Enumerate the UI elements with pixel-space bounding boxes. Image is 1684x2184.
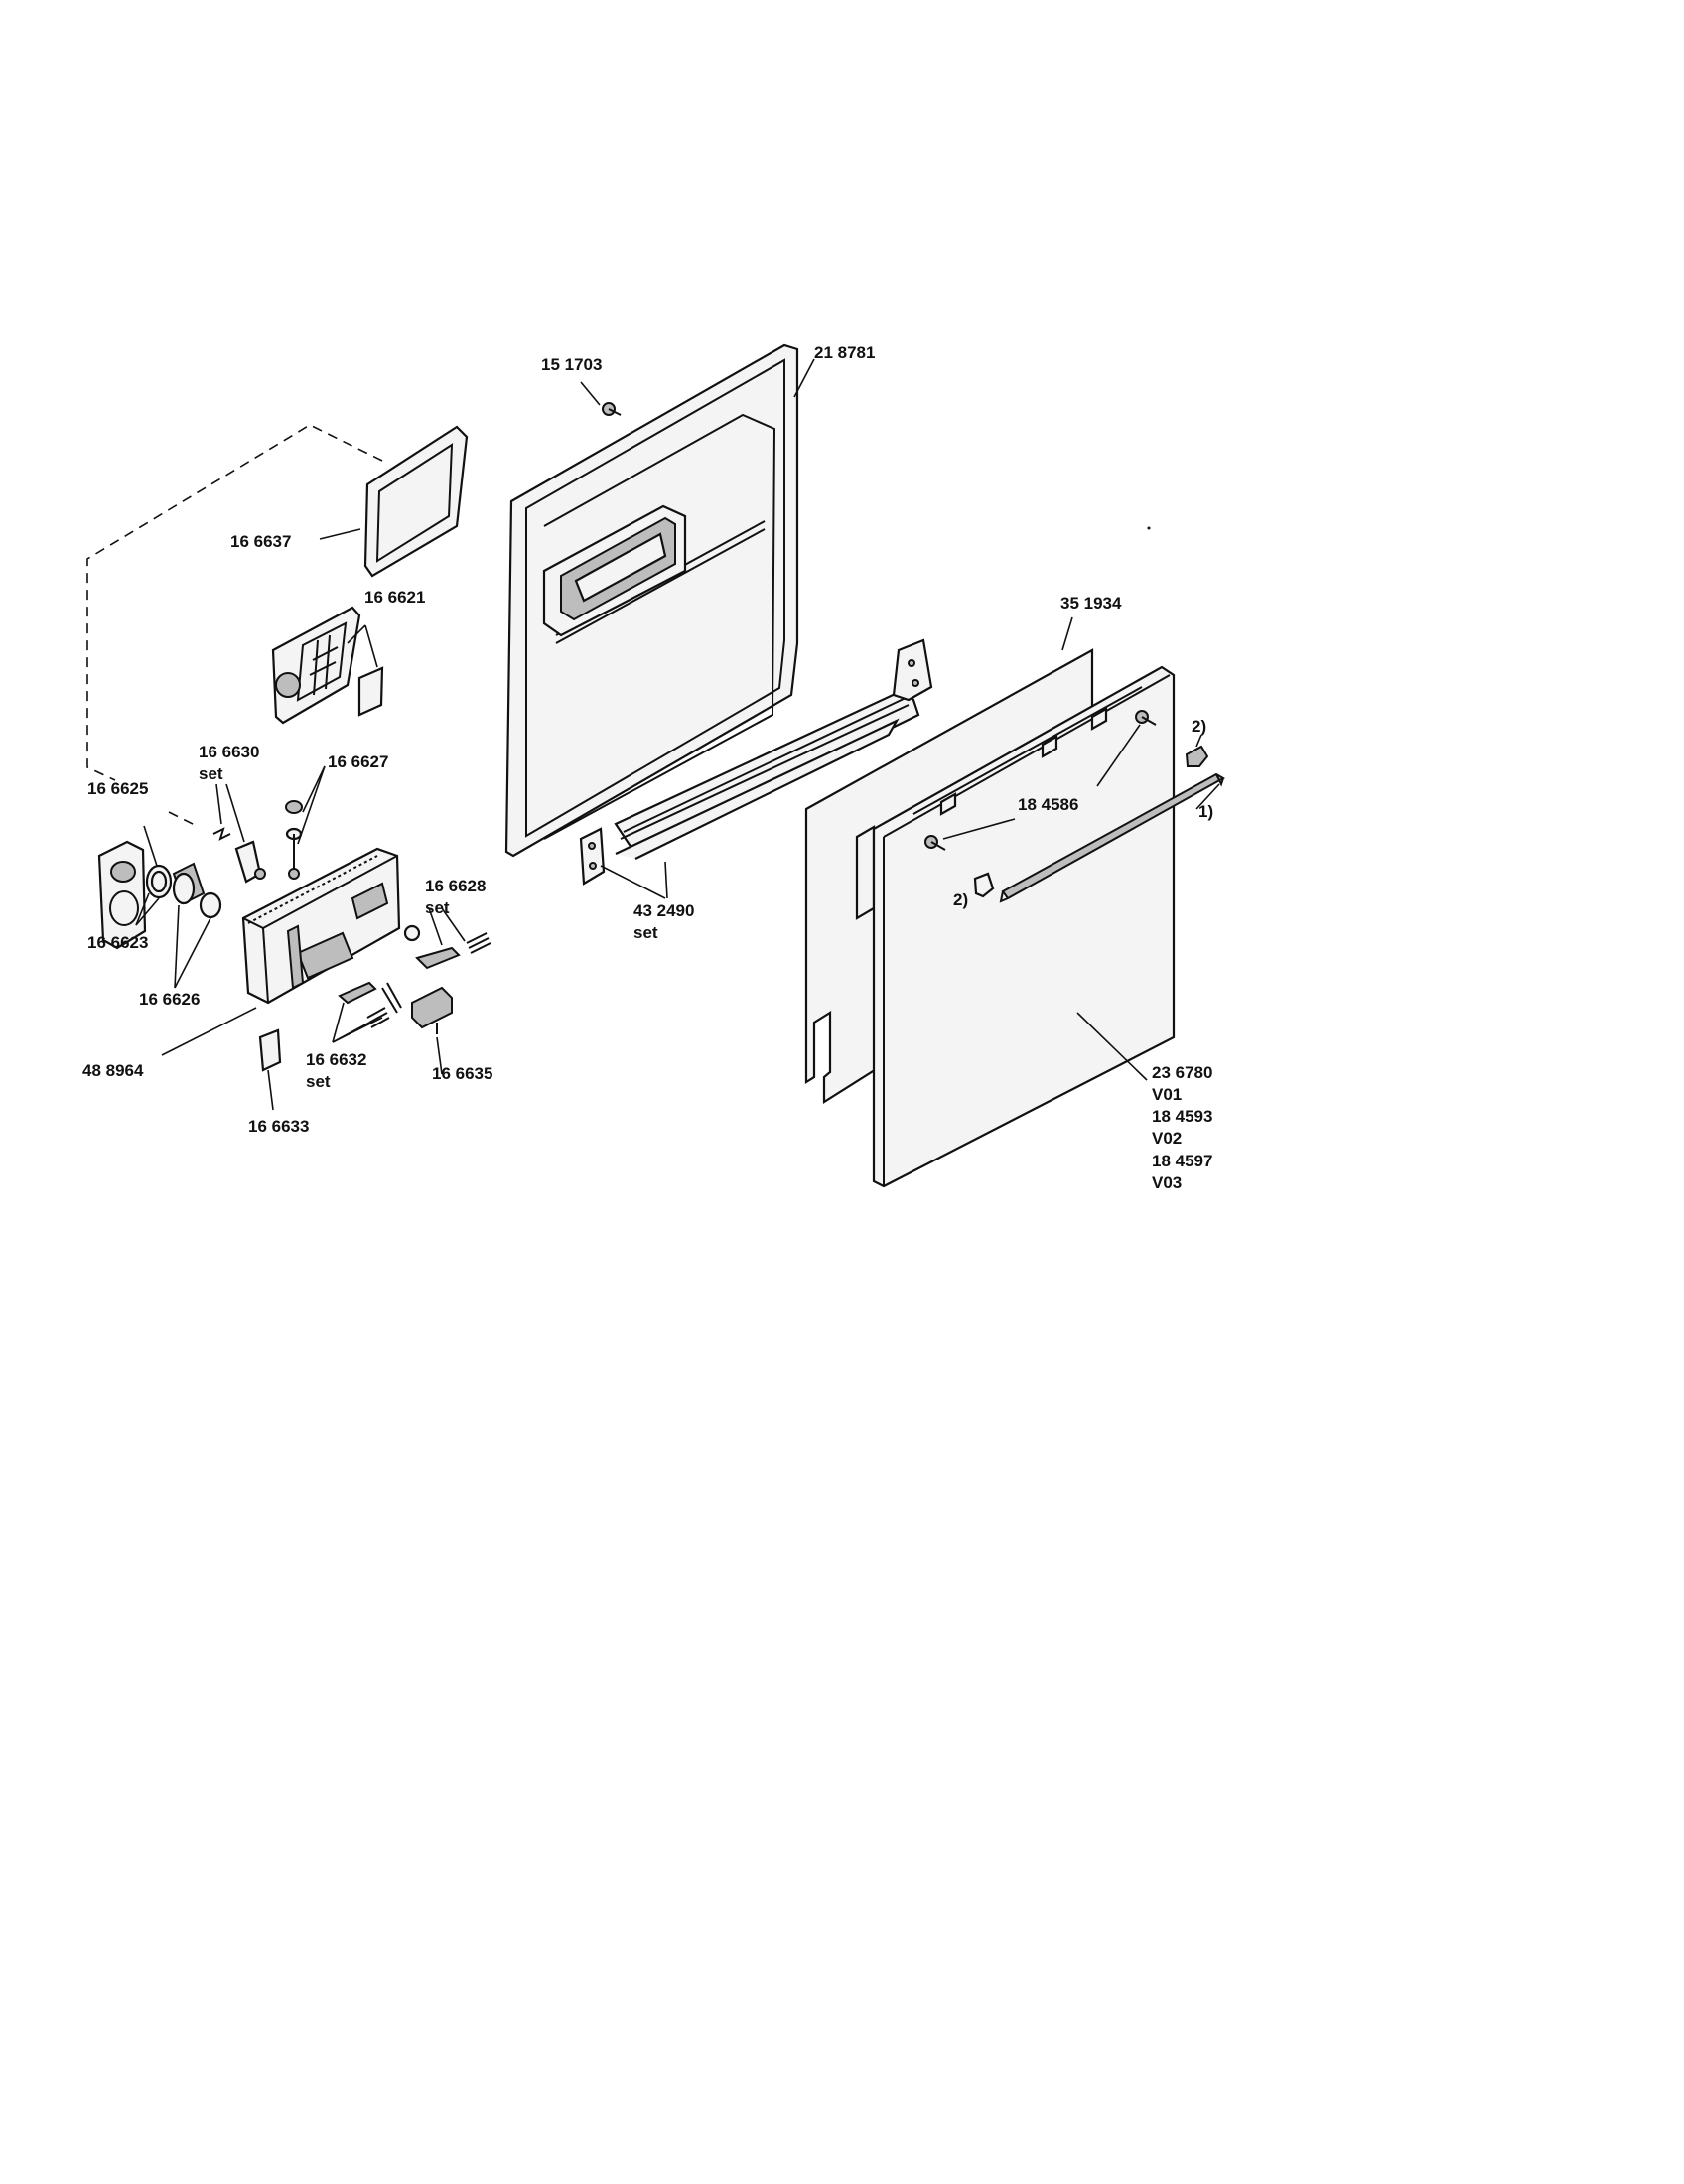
label-184593: 18 4593	[1152, 1107, 1212, 1126]
label-184586: 18 4586	[1018, 795, 1078, 814]
label-166628-set: set	[425, 898, 450, 917]
label-v01: V01	[1152, 1085, 1182, 1104]
label-166635: 16 6635	[432, 1064, 492, 1083]
cover-166621-part	[271, 606, 384, 725]
label-166628: 16 6628	[425, 877, 486, 895]
gasket-166637-part	[363, 425, 469, 578]
lever-166632-part	[338, 981, 402, 1028]
inner-door-part	[504, 343, 799, 858]
label-v02: V02	[1152, 1129, 1182, 1148]
label-note2-top: 2)	[1192, 717, 1206, 736]
label-166627: 16 6627	[328, 752, 388, 771]
cap-166626-part	[172, 862, 222, 919]
label-166630: 16 6630	[199, 743, 259, 761]
label-166623: 16 6623	[87, 933, 148, 952]
label-488964: 48 8964	[82, 1061, 144, 1080]
stray-dot	[1147, 526, 1151, 530]
label-236780: 23 6780	[1152, 1063, 1212, 1082]
cap-top	[1185, 745, 1209, 767]
label-166633: 16 6633	[248, 1117, 309, 1136]
lid-166625-part	[97, 840, 147, 950]
label-note1: 1)	[1198, 802, 1213, 821]
dispenser-group-dashed-outline	[86, 424, 383, 781]
label-166630-set: set	[199, 764, 223, 783]
label-351934: 35 1934	[1060, 594, 1122, 613]
label-166621: 16 6621	[364, 588, 425, 607]
label-166626: 16 6626	[139, 990, 200, 1009]
label-166632: 16 6632	[306, 1050, 366, 1069]
dispenser-housing-488964-part	[241, 847, 401, 1005]
dispenser-group-dashed-branch	[168, 811, 198, 827]
part-labels: 15 1703 21 8781 16 6637 16 6621 35 1934 …	[82, 343, 1213, 1192]
spring-166630-part	[212, 827, 266, 884]
label-432490: 43 2490	[633, 901, 694, 920]
label-151703: 15 1703	[541, 355, 602, 374]
label-218781: 21 8781	[814, 343, 875, 362]
label-166632-set: set	[306, 1072, 331, 1091]
lever-166628-part	[403, 924, 491, 970]
label-166637: 16 6637	[230, 532, 291, 551]
outer-door-panel-part	[872, 665, 1226, 1188]
trim-strip-part	[579, 638, 933, 886]
label-note2-bottom: 2)	[953, 890, 968, 909]
label-v03: V03	[1152, 1173, 1182, 1192]
leader-lines	[135, 358, 1220, 1111]
cap-bottom	[973, 872, 995, 898]
label-166625: 16 6625	[87, 779, 148, 798]
plate-166633-part	[258, 1028, 282, 1072]
label-432490-set: set	[633, 923, 658, 942]
switch-166635-part	[411, 986, 453, 1034]
label-184597: 18 4597	[1152, 1152, 1212, 1170]
